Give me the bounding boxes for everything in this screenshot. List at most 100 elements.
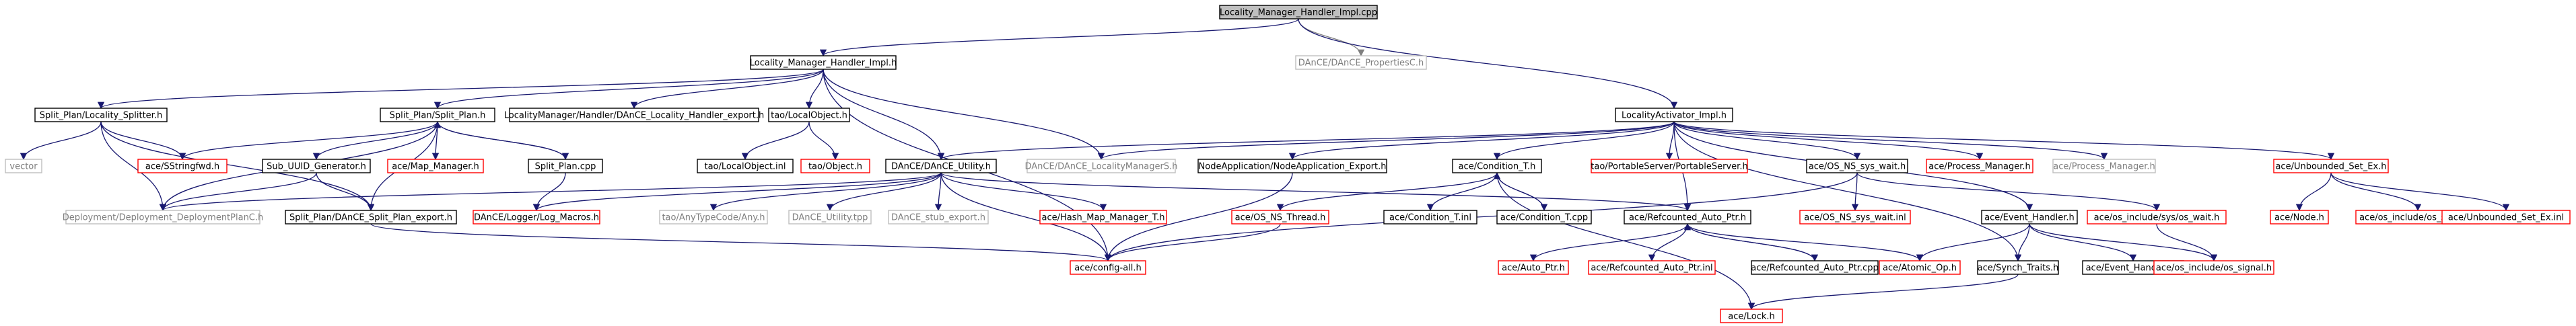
file-node-box <box>1498 260 1569 275</box>
file-node-node-h[interactable]: ace/Node.h <box>2270 210 2329 225</box>
file-node-nodeapp-export[interactable]: NodeApplication/NodeApplication_Export.h <box>1197 159 1387 173</box>
file-node-box <box>1624 210 1751 225</box>
file-node-label: ace/Condition_T.inl <box>1389 213 1471 223</box>
file-node-box <box>1295 55 1427 70</box>
dependency-edge-path <box>1687 223 1924 262</box>
dependency-edge <box>826 172 942 212</box>
file-node-box <box>888 210 989 225</box>
file-node-lock-h[interactable]: ace/Lock.h <box>1720 309 1783 323</box>
file-node-box <box>1197 159 1387 173</box>
file-node-dance-utility-h[interactable]: DAnCE/DAnCE_Utility.h <box>885 159 997 173</box>
file-node-refcounted-cpp[interactable]: ace/Refcounted_Auto_Ptr.cpp <box>1751 260 1879 275</box>
dependency-edge-path <box>1104 172 1858 262</box>
file-node-process-manager-red[interactable]: ace/Process_Manager.h <box>1926 159 2033 173</box>
file-node-refcounted-inl[interactable]: ace/Refcounted_Auto_Ptr.inl <box>1588 260 1716 275</box>
file-node-label: ace/Refcounted_Auto_Ptr.h <box>1629 213 1746 223</box>
dependency-edge-path <box>709 172 942 212</box>
dependency-edge-path <box>433 120 566 160</box>
file-node-box <box>2087 210 2227 225</box>
file-node-auto-ptr[interactable]: ace/Auto_Ptr.h <box>1498 260 1569 275</box>
file-node-portable-server[interactable]: tao/PortableServer/PortableServer.h <box>1591 159 1748 173</box>
file-node-label: ace/OS_NS_sys_wait.h <box>1809 162 1906 172</box>
file-node-handler-export[interactable]: LocalityManager/Handler/DAnCE_Locality_H… <box>504 108 765 122</box>
dependency-edge-path <box>934 172 942 212</box>
file-node-condition-inl[interactable]: ace/Condition_T.inl <box>1383 210 1477 225</box>
file-node-label: ace/Process_Manager.h <box>1928 162 2030 172</box>
file-node-os-ns-sys-wait[interactable]: ace/OS_NS_sys_wait.h <box>1806 159 1908 173</box>
file-node-unbounded-set[interactable]: ace/Unbounded_Set_Ex.h <box>2273 159 2389 173</box>
file-node-box <box>34 108 168 122</box>
file-node-box <box>380 108 495 122</box>
dependency-edge <box>808 121 839 161</box>
file-node-tao-object[interactable]: tao/Object.h <box>800 159 870 173</box>
file-node-box <box>2270 210 2329 225</box>
dependency-edge <box>1298 18 1365 57</box>
file-node-box <box>137 159 228 173</box>
file-node-label: DAnCE/DAnCE_Utility.h <box>891 162 991 172</box>
file-node-hash-map[interactable]: ace/Hash_Map_Manager_T.h <box>1039 210 1167 225</box>
file-node-label: tao/LocalObject.h <box>771 111 847 121</box>
dependency-edge <box>2295 172 2332 212</box>
file-node-box <box>800 159 870 173</box>
file-node-sstringfwd[interactable]: ace/SStringfwd.h <box>137 159 228 173</box>
file-node-box <box>697 159 794 173</box>
dependency-edge <box>2330 172 2510 212</box>
dependency-edge-path <box>1856 172 2161 212</box>
file-node-box <box>1720 309 1783 323</box>
file-node-os-signal[interactable]: ace/os_include/os_signal.h <box>2153 260 2274 275</box>
file-node-splitplan-cpp[interactable]: Split_Plan.cpp <box>528 159 603 173</box>
file-node-unbounded-set-inl[interactable]: ace/Unbounded_Set_Ex.inl <box>2441 210 2571 225</box>
dependency-edge <box>98 69 824 110</box>
file-node-lmhi-h[interactable]: Locality_Manager_Handler_Impl.h <box>750 55 897 70</box>
file-node-label: NodeApplication/NodeApplication_Export.h <box>1199 162 1387 172</box>
file-node-label: Split_Plan/Split_Plan.h <box>390 111 486 121</box>
file-node-condition-h[interactable]: ace/Condition_T.h <box>1452 159 1542 173</box>
file-node-box <box>1751 260 1879 275</box>
file-node-splitplan-h[interactable]: Split_Plan/Split_Plan.h <box>380 108 495 122</box>
file-node-label: LocalityActivator_Impl.h <box>1622 111 1727 121</box>
dependency-edge <box>20 121 102 161</box>
file-node-localobj-inl[interactable]: tao/LocalObject.inl <box>697 159 794 173</box>
file-node-box <box>285 210 457 225</box>
file-node-label: DAnCE/Logger/Log_Macros.h <box>474 213 599 223</box>
dependency-edge <box>1673 121 1861 161</box>
dependency-edge-path <box>940 172 1107 212</box>
dependency-edge <box>2029 223 2137 262</box>
file-node-log-macros[interactable]: DAnCE/Logger/Log_Macros.h <box>473 210 600 225</box>
file-node-uuid-gen[interactable]: Sub_UUID_Generator.h <box>262 159 371 173</box>
file-node-label: ace/SStringfwd.h <box>145 162 219 172</box>
file-node-splitter[interactable]: Split_Plan/Locality_Splitter.h <box>34 108 168 122</box>
file-node-box <box>1806 159 1908 173</box>
edge-layer <box>20 18 2510 311</box>
file-node-event-handler-h[interactable]: ace/Event_Handler.h <box>1981 210 2078 225</box>
file-node-synch-traits[interactable]: ace/Synch_Traits.h <box>1977 260 2059 275</box>
file-node-label: ace/Condition_T.cpp <box>1500 213 1588 223</box>
file-node-localobj-h[interactable]: tao/LocalObject.h <box>768 108 850 122</box>
dependency-edge <box>2330 172 2422 212</box>
file-node-refcounted-h[interactable]: ace/Refcounted_Auto_Ptr.h <box>1624 210 1751 225</box>
dependency-edge-path <box>159 172 317 212</box>
file-node-split-export[interactable]: Split_Plan/DAnCE_Split_Plan_export.h <box>285 210 457 225</box>
file-node-os-sys-wait[interactable]: ace/os_include/sys/os_wait.h <box>2087 210 2227 225</box>
dependency-edge <box>1673 121 2334 161</box>
file-node-box <box>768 108 850 122</box>
file-node-activator-h[interactable]: LocalityActivator_Impl.h <box>1615 108 1733 122</box>
dependency-edge <box>160 172 942 212</box>
file-node-map-manager[interactable]: ace/Map_Manager.h <box>387 159 484 173</box>
file-node-label: ace/Atomic_Op.h <box>1883 263 1957 274</box>
file-node-condition-cpp[interactable]: ace/Condition_T.cpp <box>1496 210 1592 225</box>
file-node-label: DAnCE/DAnCE_LocalityManagerS.h <box>1025 162 1178 172</box>
file-node-config-all[interactable]: ace/config-all.h <box>1070 260 1146 275</box>
file-node-label: DAnCE/DAnCE_PropertiesC.h <box>1298 58 1424 69</box>
file-node-os-ns-thread[interactable]: ace/OS_NS_Thread.h <box>1231 210 1329 225</box>
file-node-box <box>387 159 484 173</box>
dependency-edge <box>1687 223 1924 262</box>
dependency-edge <box>100 121 375 212</box>
file-node-atomic-op[interactable]: ace/Atomic_Op.h <box>1879 260 1961 275</box>
dependency-edge <box>940 172 1691 212</box>
file-node-os-ns-sys-wait-inl[interactable]: ace/OS_NS_sys_wait.inl <box>1799 210 1911 225</box>
file-node-label: ace/Synch_Traits.h <box>1978 263 2059 274</box>
dependency-edge <box>1493 171 1545 211</box>
dependency-edge <box>823 69 945 161</box>
